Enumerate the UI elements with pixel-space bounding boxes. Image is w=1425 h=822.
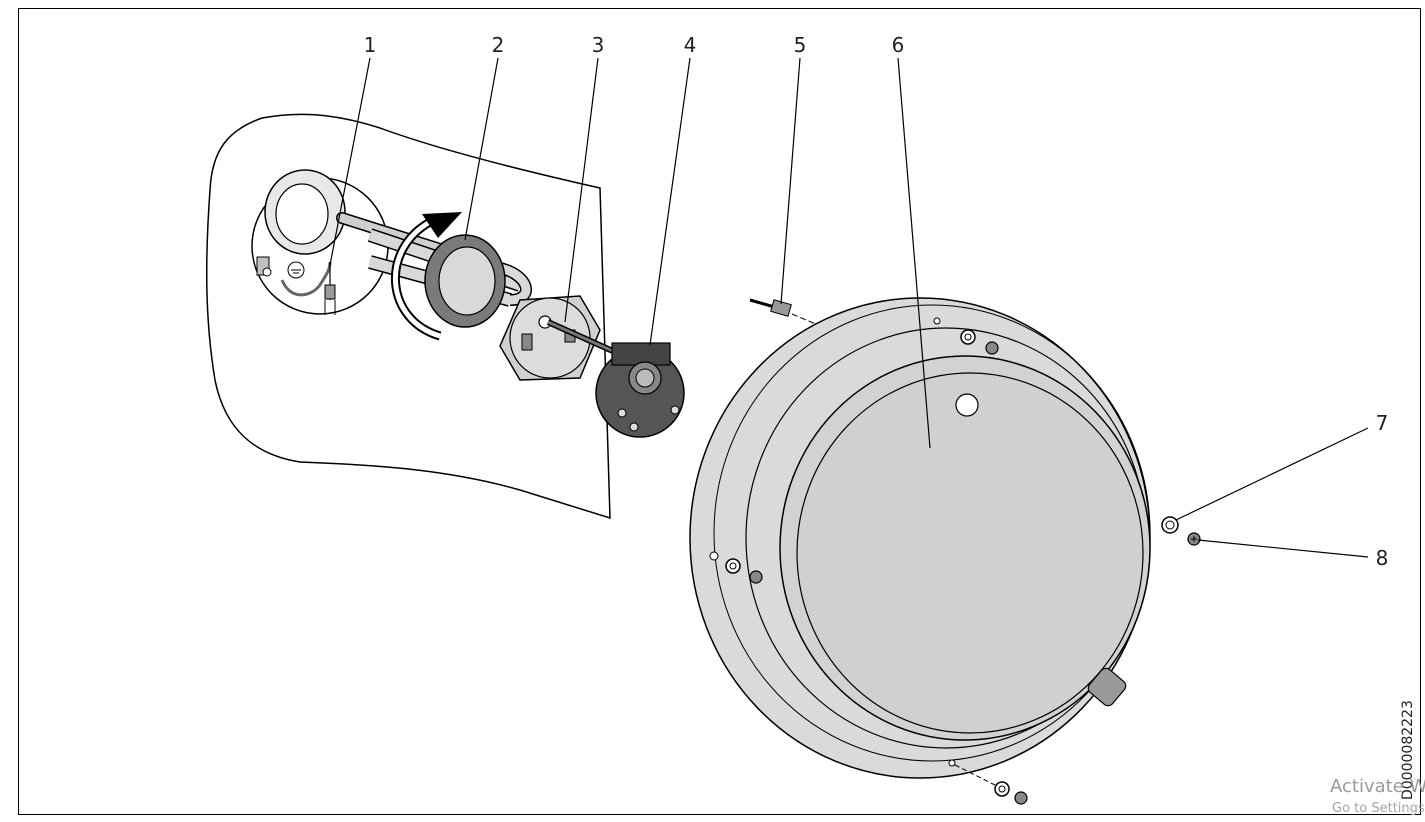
leader-lines	[329, 57, 1369, 558]
callout-4: 4	[684, 33, 697, 57]
document-id: D0000082223	[1400, 700, 1416, 800]
callout-8: 8	[1376, 546, 1389, 570]
cover-plate	[689, 297, 1151, 805]
rotation-arrow-icon	[391, 212, 462, 341]
tank-opening	[251, 169, 389, 315]
activation-watermark-title: Activate W	[1330, 776, 1425, 797]
thermostat	[595, 342, 685, 438]
screw	[1187, 532, 1201, 546]
earth-wire	[280, 261, 336, 315]
callout-5: 5	[794, 33, 807, 57]
washer	[1161, 516, 1179, 534]
callout-2: 2	[492, 33, 505, 57]
heating-flange	[499, 295, 617, 381]
diagram-frame	[18, 8, 1421, 815]
callout-3: 3	[592, 33, 605, 57]
activation-watermark-subtitle: Go to Settings	[1332, 801, 1425, 816]
sealing-ring	[424, 234, 506, 328]
sensor-probe	[749, 298, 831, 331]
callout-7: 7	[1376, 411, 1389, 435]
callout-1: 1	[364, 33, 377, 57]
callout-6: 6	[892, 33, 905, 57]
tank-body	[205, 113, 611, 520]
